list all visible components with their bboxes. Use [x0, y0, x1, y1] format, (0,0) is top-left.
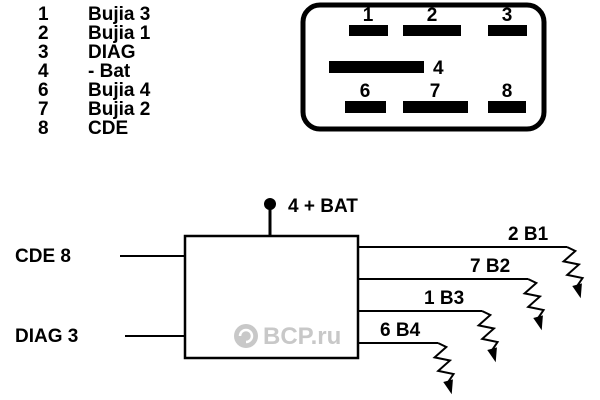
- battery-terminal-label: 4 + BAT: [288, 196, 358, 217]
- output-label-b2: 7 B2: [470, 256, 510, 277]
- pin-bar-7: [403, 101, 468, 113]
- cde-terminal-label: CDE 8: [15, 246, 71, 267]
- pin-label-6: 6: [360, 81, 371, 102]
- pin-bar-1: [349, 25, 388, 36]
- pin-label-4: 4: [433, 58, 444, 79]
- pin-label-7: 7: [430, 81, 441, 102]
- legend-item-num: 3: [38, 42, 49, 63]
- arrowhead-icon: [572, 283, 582, 299]
- pin-bar-8: [488, 101, 526, 113]
- diag-terminal-label: DIAG 3: [15, 326, 78, 347]
- legend-item-num: 4: [38, 61, 49, 82]
- legend-item-num: 7: [38, 99, 49, 120]
- legend-item-label: DIAG: [88, 42, 136, 63]
- pin-label-8: 8: [502, 81, 513, 102]
- legend-item-label: CDE: [88, 118, 128, 139]
- connector-pinout: 1 2 3 4 6 7 8: [300, 2, 547, 132]
- arrowhead-icon: [443, 379, 453, 395]
- legend-item-label: Bujia 4: [88, 80, 151, 101]
- legend-item-num: 6: [38, 80, 49, 101]
- legend-item-num: 8: [38, 118, 49, 139]
- resistor-zigzag: [476, 310, 500, 351]
- coil-resistor-b1: [561, 246, 585, 299]
- legend-item-label: Bujia 3: [88, 4, 150, 25]
- watermark-logo-icon: [234, 324, 258, 348]
- pin-legend: 1 Bujia 3 2 Bujia 1 3 DIAG 4 - Bat 6 Buj…: [38, 4, 151, 139]
- pin-bar-3: [488, 25, 527, 36]
- arrowhead-icon: [533, 315, 543, 331]
- module-schematic: 4 + BAT CDE 8 DIAG 3 2 B1 7 B2 1 B3: [15, 196, 585, 395]
- pin-label-3: 3: [502, 5, 513, 26]
- watermark-text: BCP.ru: [263, 323, 341, 350]
- coil-resistor-b4: [432, 342, 456, 395]
- legend-item-label: Bujia 1: [88, 23, 151, 44]
- resistor-zigzag: [522, 278, 546, 319]
- arrowhead-icon: [487, 347, 497, 363]
- coil-resistor-b3: [476, 310, 500, 363]
- output-label-b4: 6 B4: [380, 320, 421, 341]
- pin-label-1: 1: [363, 5, 374, 26]
- output-label-b1: 2 B1: [508, 224, 549, 245]
- legend-item-label: Bujia 2: [88, 99, 150, 120]
- pin-bar-6: [345, 101, 386, 113]
- battery-terminal-dot: [264, 198, 276, 210]
- pin-label-2: 2: [427, 5, 438, 26]
- resistor-zigzag: [561, 246, 585, 287]
- resistor-zigzag: [432, 342, 456, 383]
- watermark: BCP.ru: [234, 323, 341, 350]
- pin-bar-2: [403, 25, 461, 36]
- legend-item-label: - Bat: [88, 61, 131, 82]
- coil-resistor-b2: [522, 278, 546, 331]
- pin-bar-4: [329, 61, 424, 73]
- legend-item-num: 1: [38, 4, 49, 25]
- legend-item-num: 2: [38, 23, 49, 44]
- module-box: [183, 234, 360, 360]
- watermark-swirl-icon: [238, 328, 254, 344]
- output-label-b3: 1 B3: [424, 288, 464, 309]
